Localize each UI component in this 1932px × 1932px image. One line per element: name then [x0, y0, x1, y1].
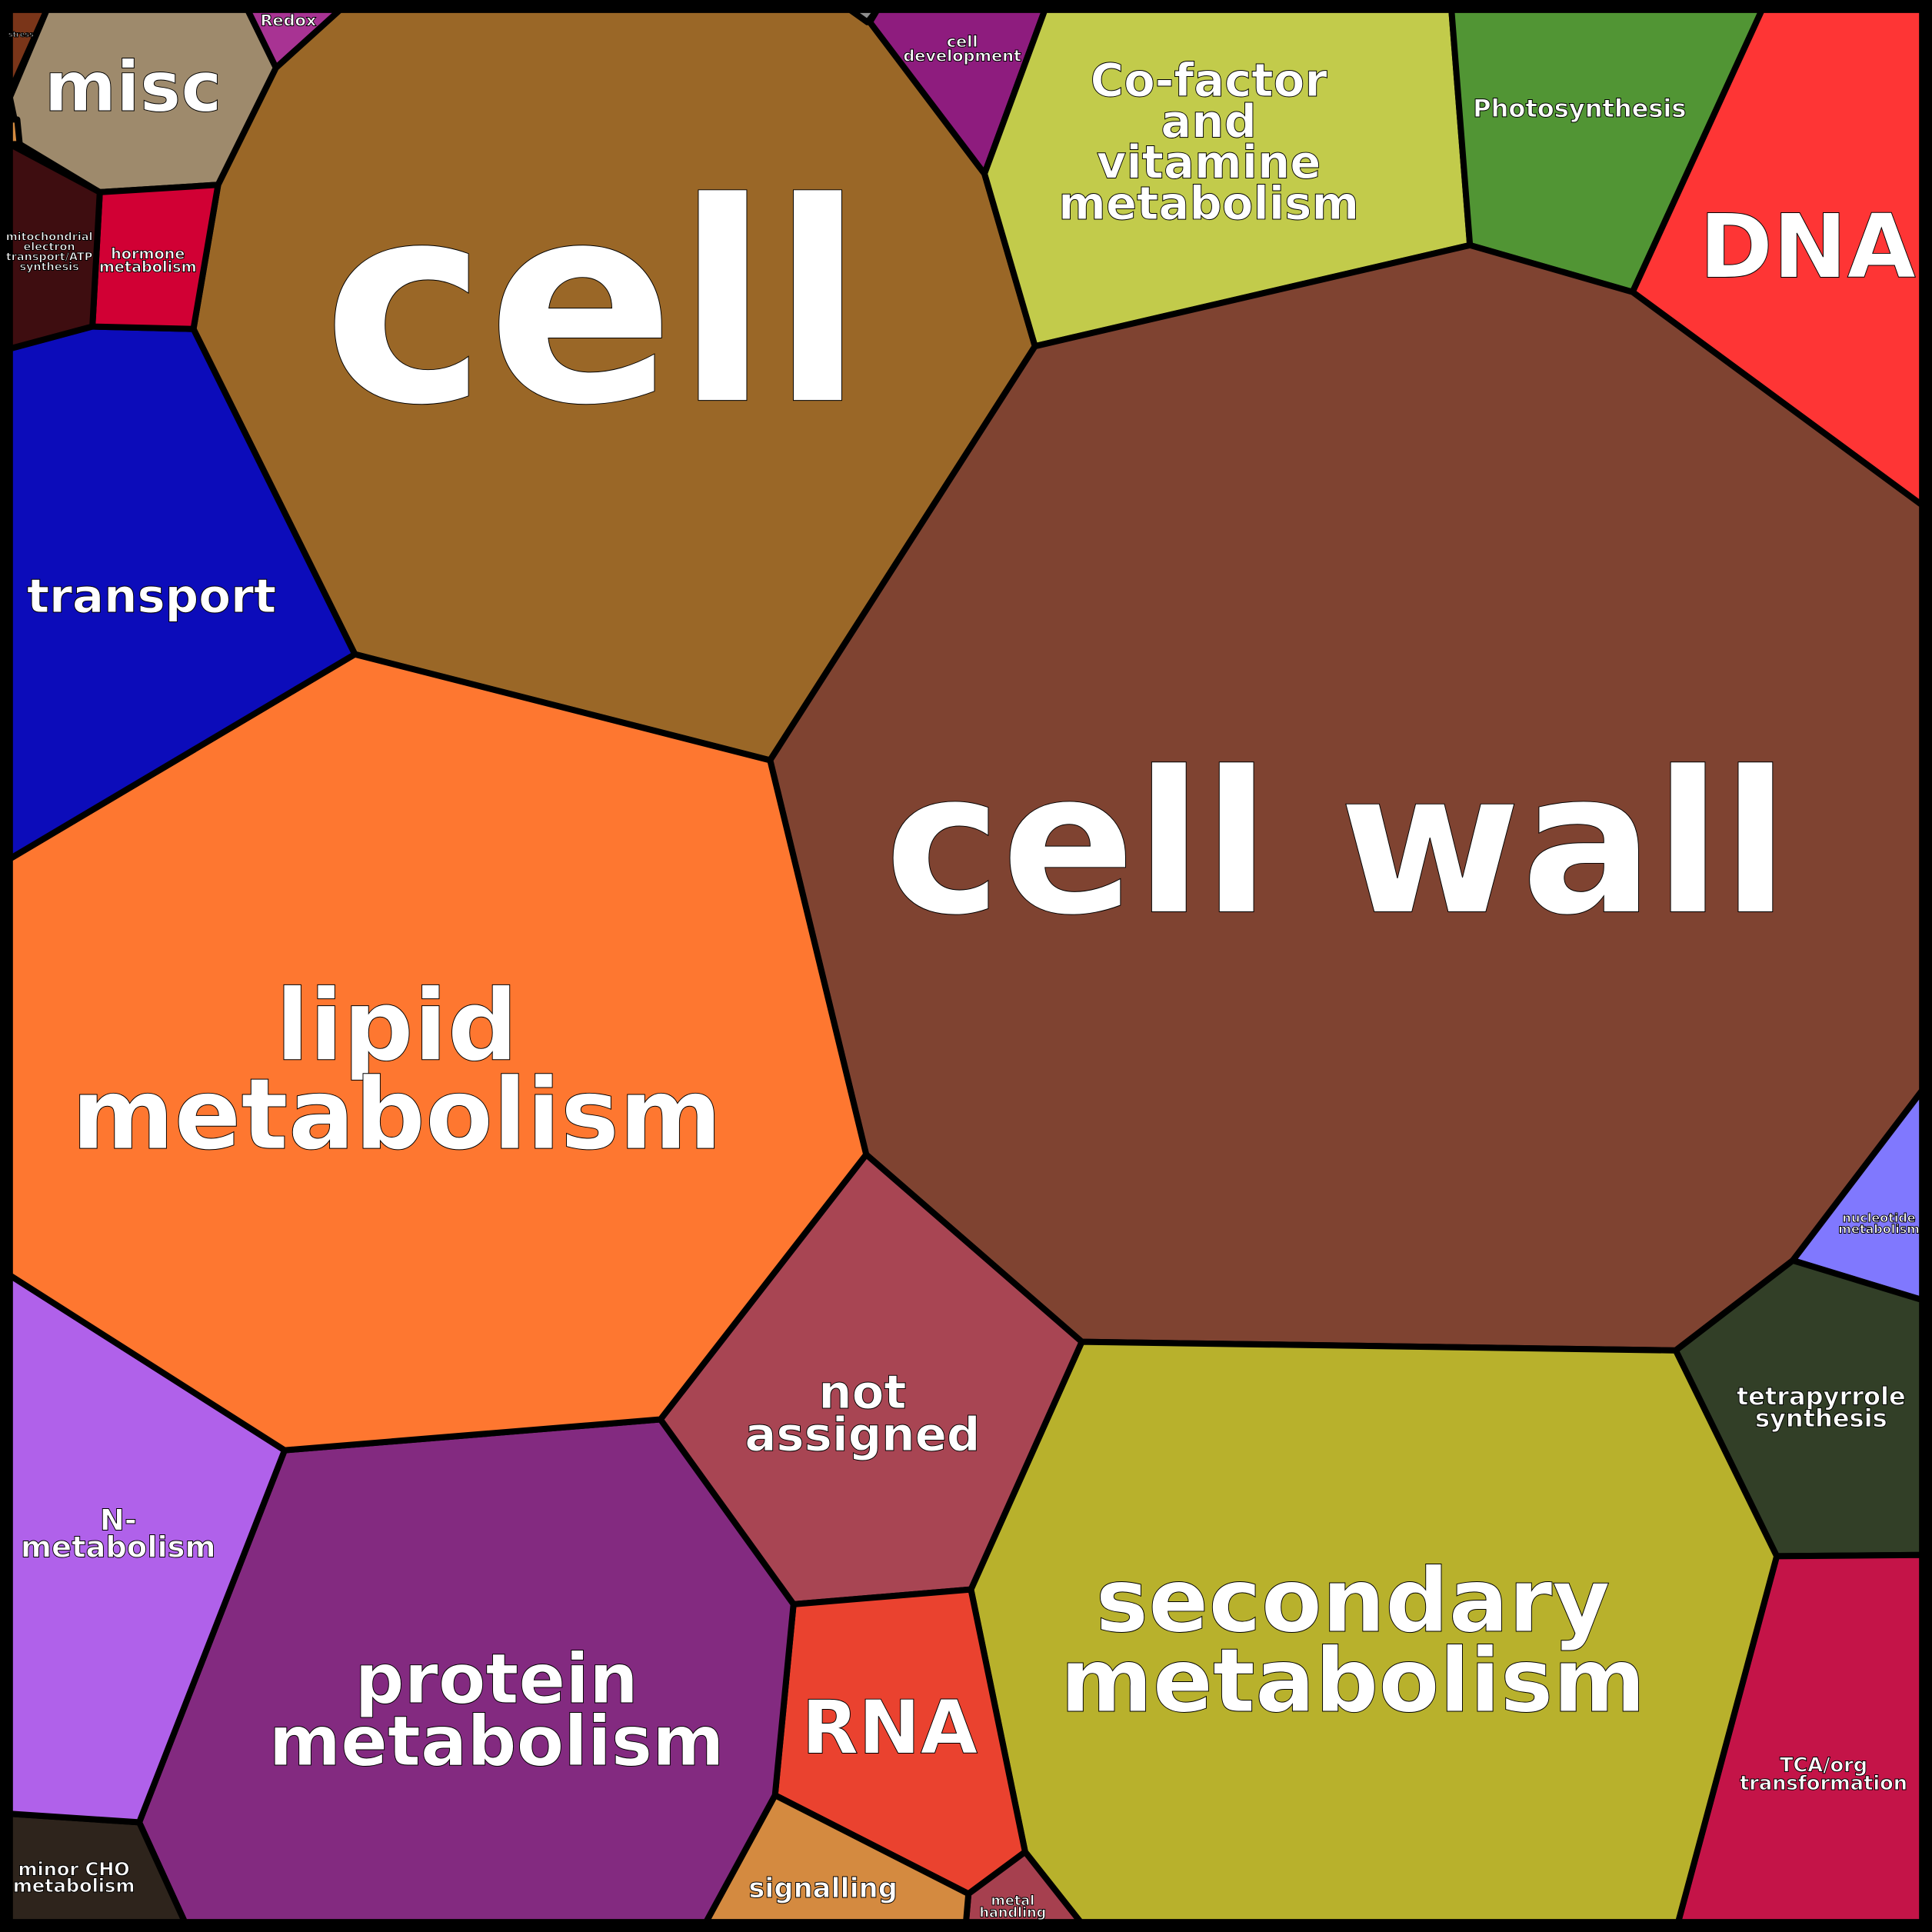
region-label-line: metabolism: [1058, 177, 1359, 230]
region-label-line: metabolism: [13, 1875, 135, 1897]
region-label-line: cell wall: [884, 730, 1789, 959]
region-label-line: metal: [991, 1894, 1035, 1909]
region-label-line: protein: [355, 1640, 638, 1720]
region-label-rna: RNA: [801, 1685, 978, 1771]
region-label-dna: DNA: [1699, 195, 1916, 298]
region-label-line: metabolism: [269, 1702, 724, 1782]
region-label-line: assigned: [744, 1407, 980, 1462]
region-label-line: DNA: [1699, 195, 1916, 298]
region-label-cell: cell: [323, 144, 865, 467]
region-label-line: metabolism: [1061, 1630, 1646, 1733]
region-label-line: transport/ATP: [6, 251, 92, 263]
region-label-line: hormone: [111, 245, 185, 262]
region-label-line: Photosynthesis: [1473, 94, 1686, 123]
region-label-n-metabolism: N-metabolism: [21, 1504, 216, 1565]
region-label-line: synthesis: [1755, 1404, 1887, 1433]
region-label-stress: stress: [8, 31, 34, 39]
region-label-line: Co-factor: [1091, 54, 1328, 107]
region-label-line: development: [903, 47, 1021, 65]
region-lipid[interactable]: [6, 651, 870, 1454]
region-label-photosynthesis: Photosynthesis: [1473, 94, 1686, 123]
region-label-line: stress: [8, 31, 34, 39]
region-label-line: vitamine: [1097, 136, 1321, 189]
region-label-redox: Redox: [260, 12, 316, 30]
region-label-line: metabolism: [99, 258, 197, 276]
region-label-signalling: signalling: [748, 1873, 898, 1904]
region-label-line: synthesis: [19, 261, 78, 273]
region-label-line: signalling: [748, 1873, 898, 1904]
region-label-line: RNA: [801, 1685, 978, 1771]
region-label-line: electron: [23, 241, 75, 253]
region-label-line: tetrapyrrole: [1737, 1381, 1906, 1411]
region-label-line: and: [1161, 95, 1257, 148]
region-label-line: misc: [45, 48, 222, 128]
region-label-line: cell: [323, 144, 865, 467]
region-label-line: not: [818, 1365, 906, 1420]
region-label-line: handling: [979, 1906, 1046, 1921]
region-label-line: transformation: [1740, 1772, 1907, 1795]
region-label-cell-wall: cell wall: [884, 730, 1789, 959]
region-label-transport: transport: [27, 569, 276, 624]
region-label-misc: misc: [45, 48, 222, 128]
region-label-line: metabolism: [1838, 1222, 1920, 1237]
region-label-line: minor CHO: [18, 1858, 130, 1880]
region-label-line: metabolism: [21, 1530, 216, 1564]
region-tiny-orange[interactable]: [6, 116, 23, 148]
region-label-line: nucleotide: [1843, 1211, 1916, 1225]
region-label-line: transport: [27, 569, 276, 624]
region-label-line: metabolism: [72, 1058, 722, 1172]
region-label-line: cell: [947, 32, 978, 51]
region-label-line: Redox: [260, 12, 316, 30]
region-label-line: mitochondrial: [6, 231, 93, 243]
region-label-line: secondary: [1096, 1550, 1611, 1653]
region-mitochondrial[interactable]: [6, 141, 103, 352]
region-label-line: TCA/org: [1780, 1754, 1867, 1777]
region-label-line: N-: [100, 1504, 137, 1538]
region-label-line: lipid: [275, 969, 518, 1084]
